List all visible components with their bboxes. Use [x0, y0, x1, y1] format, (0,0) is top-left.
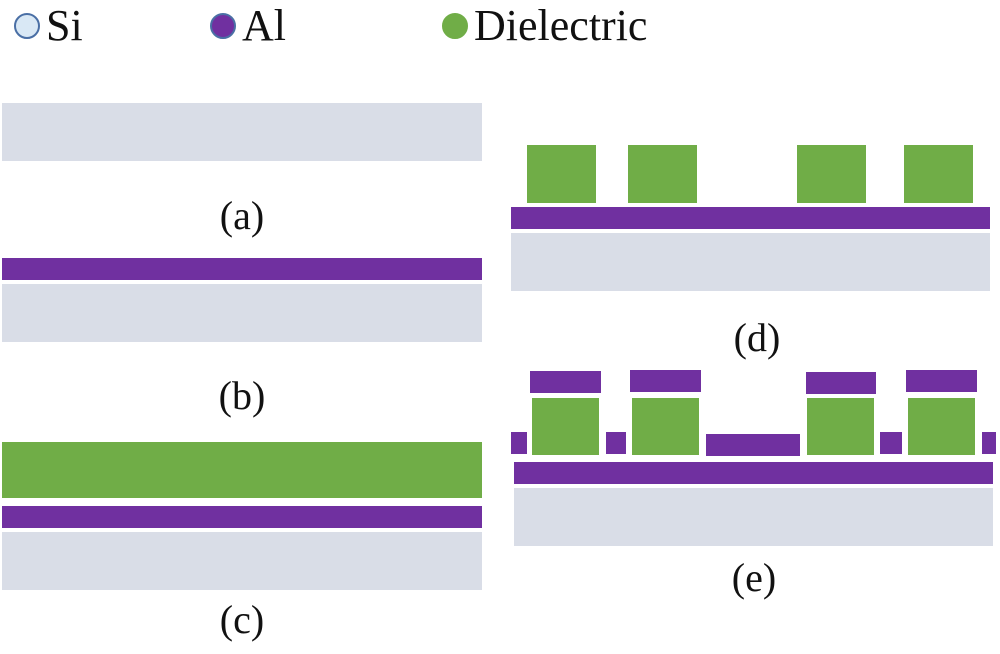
dielectric-pillar — [904, 145, 973, 203]
al-layer — [511, 207, 990, 229]
al-residue — [511, 432, 527, 454]
si-substrate — [2, 532, 482, 590]
al-cap — [630, 370, 701, 392]
al-residue — [606, 432, 626, 454]
dielectric-pillar — [908, 398, 975, 455]
si-substrate — [2, 284, 482, 342]
si-substrate — [511, 233, 990, 291]
legend-label-dielectric: Dielectric — [474, 1, 648, 50]
caption-a: (a) — [219, 193, 265, 238]
caption-b: (b) — [218, 373, 266, 418]
dielectric-pillar — [527, 145, 596, 203]
dielectric-pillar — [628, 145, 697, 203]
si-swatch-icon — [14, 13, 40, 39]
caption-c: (c) — [219, 597, 265, 642]
al-layer — [2, 258, 482, 280]
legend-label-si: Si — [46, 1, 83, 50]
legend-al: Al — [210, 4, 286, 48]
al-layer — [2, 506, 482, 528]
si-substrate — [514, 488, 993, 546]
dielectric-pillar — [532, 398, 599, 455]
dielectric-layer — [2, 442, 482, 498]
legend-dielectric: Dielectric — [442, 4, 647, 48]
caption-e: (e) — [731, 555, 777, 600]
caption-d: (d) — [733, 315, 781, 360]
al-cap — [906, 370, 977, 392]
al-residue — [982, 432, 996, 454]
dielectric-pillar — [807, 398, 874, 455]
dielectric-swatch-icon — [442, 13, 468, 39]
al-residue — [880, 432, 902, 454]
al-residue — [706, 434, 800, 456]
dielectric-pillar — [797, 145, 866, 203]
legend-si: Si — [14, 4, 83, 48]
al-cap — [530, 371, 601, 393]
si-substrate — [2, 103, 482, 161]
al-layer — [514, 462, 993, 484]
dielectric-pillar — [632, 398, 699, 455]
al-swatch-icon — [210, 13, 236, 39]
al-cap — [806, 372, 876, 394]
legend-label-al: Al — [242, 1, 286, 50]
